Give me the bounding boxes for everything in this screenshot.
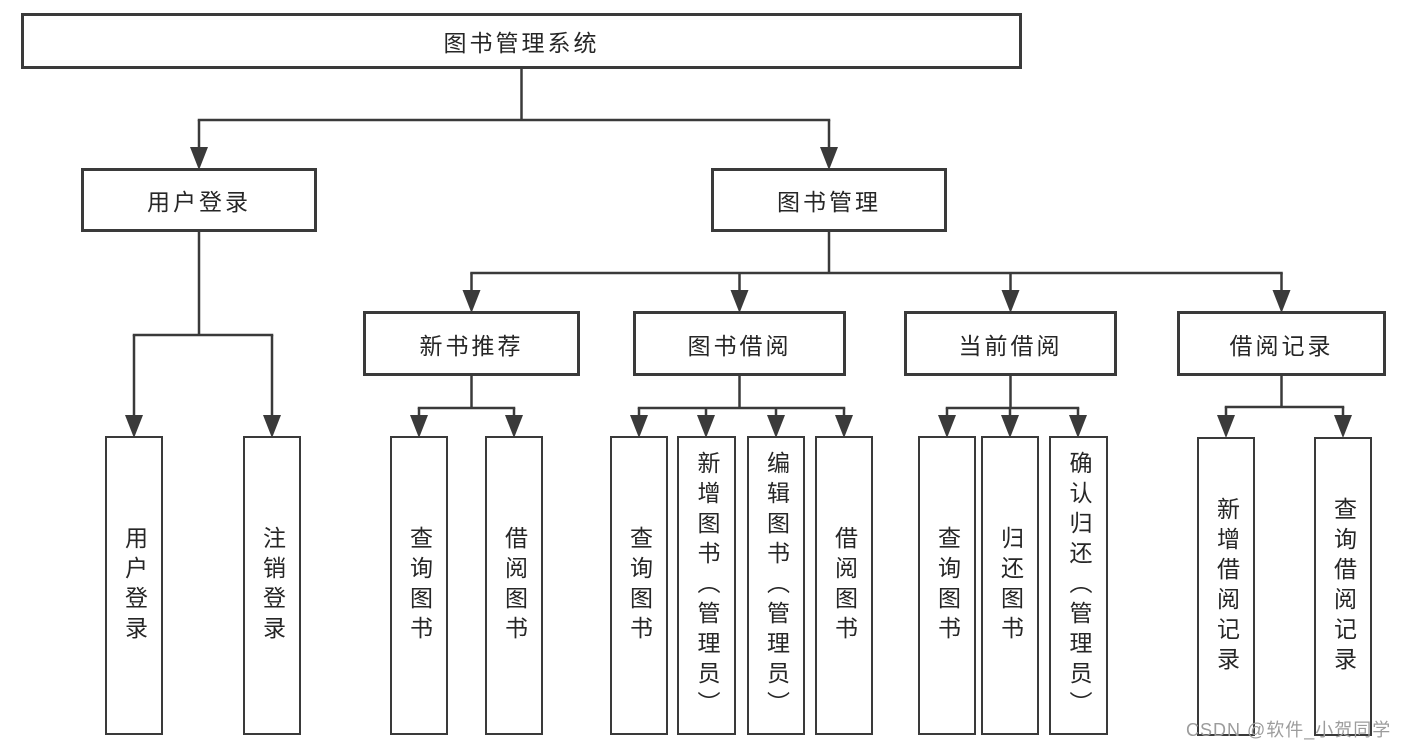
node-book-management-label: 图书管理 (777, 189, 881, 215)
node-user-login: 用户登录 (81, 168, 317, 232)
leaf-user-login-label: 用户登录 (121, 525, 148, 646)
leaf-borrow-books-recommend-label: 借阅图书 (501, 525, 528, 646)
leaf-query-books-recommend: 查询图书 (390, 436, 448, 735)
node-borrow-records-label: 借阅记录 (1229, 332, 1334, 359)
leaf-query-books-borrow-label: 查询图书 (626, 525, 653, 646)
leaf-return-books: 归还图书 (981, 436, 1039, 735)
leaf-add-books-admin: 新增图书（管理员） (677, 436, 736, 735)
leaf-add-borrow-record: 新增借阅记录 (1197, 437, 1255, 736)
csdn-watermark: CSDN @软件_小贺同学 (1186, 720, 1392, 740)
node-new-book-recommend-label: 新书推荐 (419, 332, 524, 359)
node-user-login-label: 用户登录 (147, 189, 251, 215)
node-book-borrow: 图书借阅 (633, 311, 846, 376)
leaf-add-borrow-record-label: 新增借阅记录 (1213, 496, 1240, 677)
node-book-management: 图书管理 (711, 168, 947, 232)
leaf-query-books-recommend-label: 查询图书 (406, 525, 433, 646)
leaf-user-login: 用户登录 (105, 436, 163, 735)
leaf-borrow-books-borrow-label: 借阅图书 (831, 525, 858, 646)
leaf-borrow-books-recommend: 借阅图书 (485, 436, 543, 735)
leaf-query-books-borrow: 查询图书 (610, 436, 668, 735)
node-borrow-records: 借阅记录 (1177, 311, 1386, 376)
node-current-borrow: 当前借阅 (904, 311, 1117, 376)
leaf-query-borrow-record-label: 查询借阅记录 (1330, 496, 1357, 677)
node-root-label: 图书管理系统 (443, 30, 600, 56)
leaf-query-borrow-record: 查询借阅记录 (1314, 437, 1372, 736)
leaf-add-books-admin-label: 新增图书（管理员） (694, 450, 720, 721)
leaf-confirm-return-admin: 确认归还（管理员） (1049, 436, 1108, 735)
leaf-confirm-return-admin-label: 确认归还（管理员） (1066, 450, 1092, 721)
leaf-edit-books-admin-label: 编辑图书（管理员） (763, 450, 790, 721)
leaf-edit-books-admin: 编辑图书（管理员） (747, 436, 805, 735)
leaf-logout-label: 注销登录 (259, 525, 286, 646)
node-book-borrow-label: 图书借阅 (687, 332, 792, 359)
leaf-query-books-current-label: 查询图书 (934, 525, 961, 646)
node-new-book-recommend: 新书推荐 (363, 311, 580, 376)
leaf-borrow-books-borrow: 借阅图书 (815, 436, 873, 735)
node-root: 图书管理系统 (21, 13, 1022, 69)
node-current-borrow-label: 当前借阅 (958, 332, 1063, 359)
leaf-logout: 注销登录 (243, 436, 301, 735)
leaf-query-books-current: 查询图书 (918, 436, 976, 735)
leaf-return-books-label: 归还图书 (997, 525, 1024, 646)
